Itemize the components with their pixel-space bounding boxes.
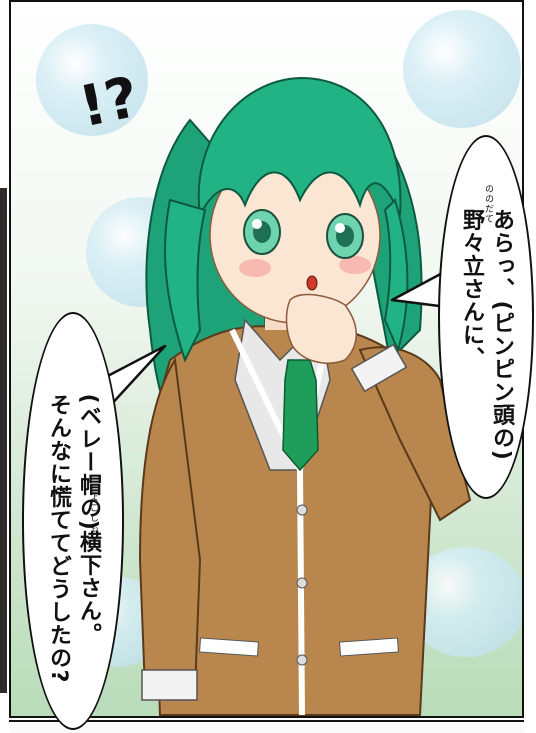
speech-bubble-right: あらっ、(ピンピン頭の) 野々立さんに、 [438, 135, 534, 499]
background-bubble [403, 10, 521, 128]
speech-left-line-2: そんなに慌ててどうしたの? [46, 393, 71, 684]
speech-text-left: (ベレー帽の)横下さん。 そんなに慌ててどうしたの? [13, 359, 133, 683]
furigana-yokoshimo: よこしも [88, 493, 98, 533]
speech-right-line-1: あらっ、(ピンピン頭の) [489, 208, 514, 461]
next-panel-edge [9, 720, 524, 733]
furigana-nonodate: ののだて [483, 184, 493, 224]
background-bubble [36, 24, 148, 136]
speech-text-right: あらっ、(ピンピン頭の) 野々立さんに、 [426, 174, 536, 461]
speech-right-line-2: 野々立さんに、 [459, 208, 484, 370]
adjacent-panel-edge [0, 188, 7, 693]
speech-left-line-1: (ベレー帽の)横下さん。 [76, 393, 101, 646]
speech-bubble-left: (ベレー帽の)横下さん。 そんなに慌ててどうしたの? [22, 312, 124, 730]
